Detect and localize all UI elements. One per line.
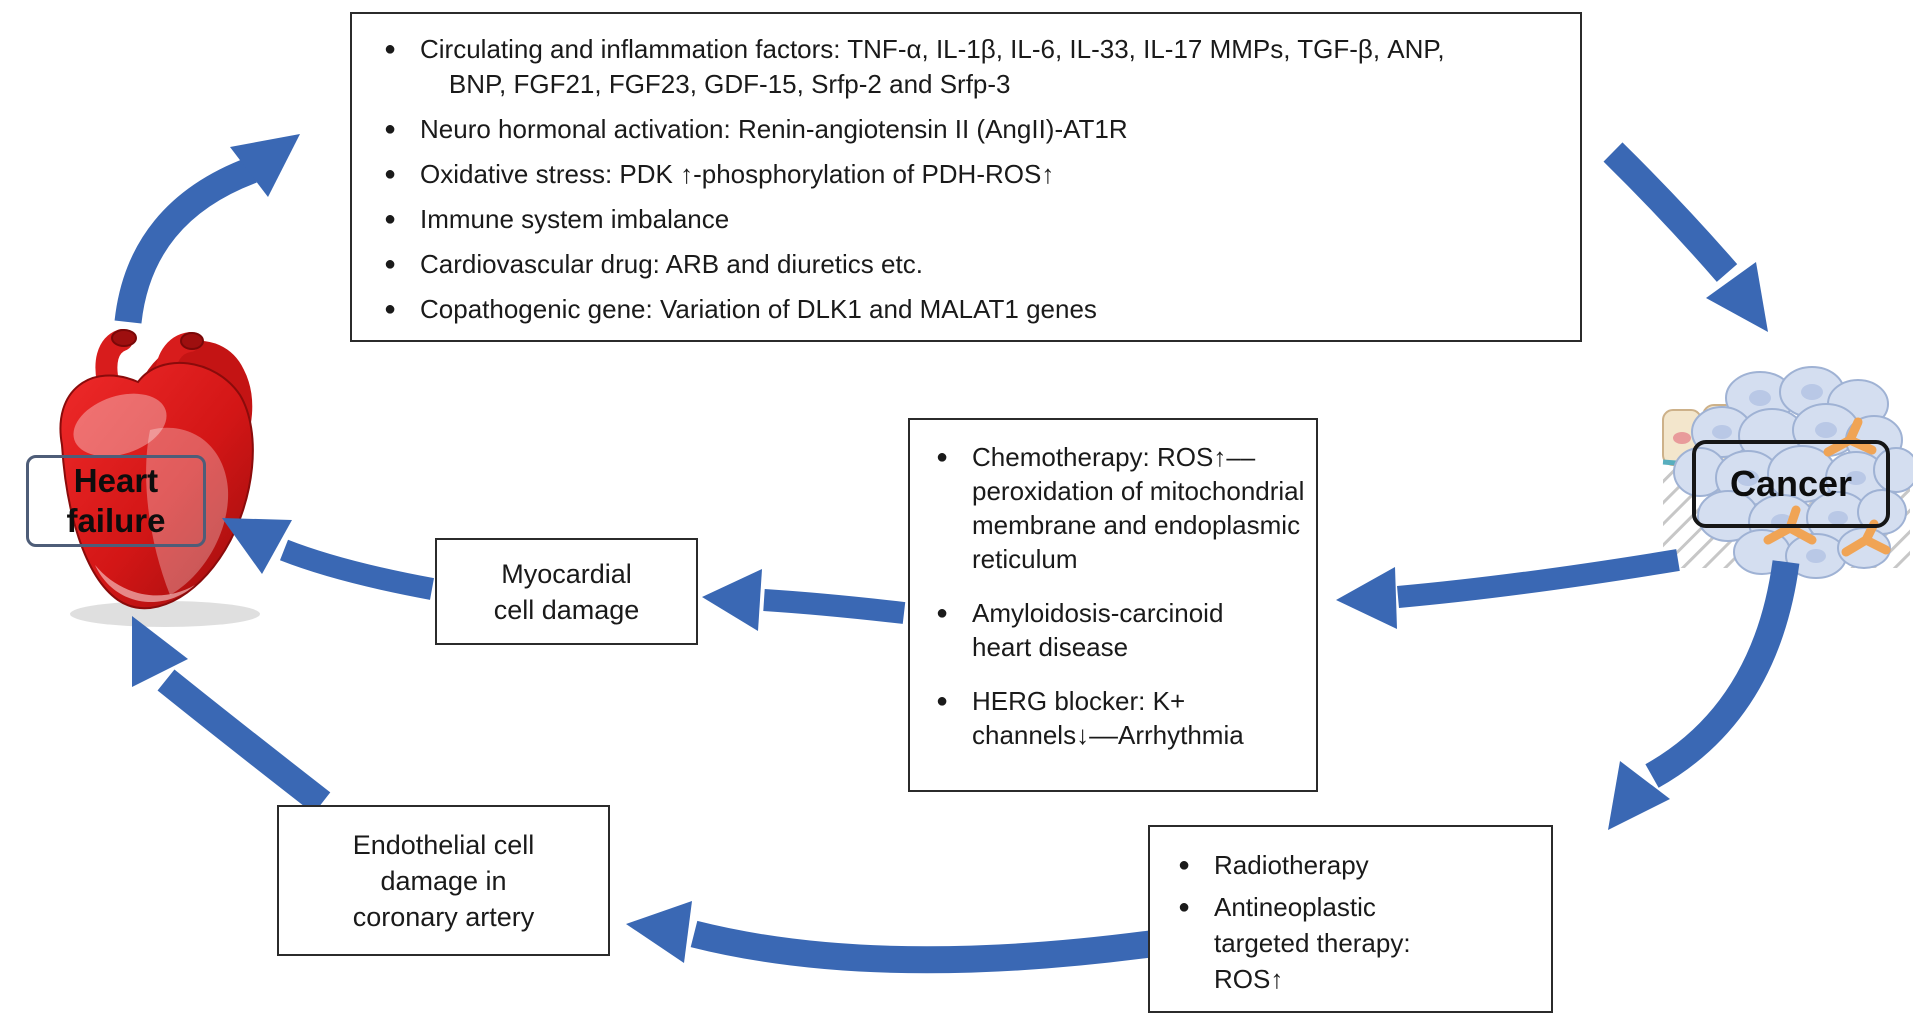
list-item: ● Circulating and inflammation factors: …: [382, 32, 1564, 102]
bullet-icon: ●: [384, 253, 397, 275]
bullet-icon: ●: [936, 690, 949, 712]
list-item: ● Chemotherapy: ROS↑–– peroxidation of m…: [934, 440, 1306, 576]
chemotherapy-effects-box: ● Chemotherapy: ROS↑–– peroxidation of m…: [908, 418, 1318, 792]
bullet-icon: ●: [1178, 896, 1191, 918]
list-item: ● HERG blocker: K+ channels↓––Arrhythmia: [934, 684, 1306, 752]
cancer-illustration: [1662, 366, 1913, 579]
list-item-text: HERG blocker: K+ channels↓––Arrhythmia: [972, 686, 1244, 750]
arrow-myocardial-to-heart-icon: [222, 518, 434, 600]
list-item-text: Immune system imbalance: [420, 204, 730, 234]
list-item: ● Copathogenic gene: Variation of DLK1 a…: [382, 292, 1564, 327]
myocardial-cell-damage-box: Myocardial cell damage: [435, 538, 698, 645]
cancer-label: Cancer: [1692, 440, 1890, 528]
bullet-icon: ●: [384, 163, 397, 185]
list-item-text: Circulating and inflammation factors: TN…: [420, 34, 1445, 99]
list-item: ● Neuro hormonal activation: Renin-angio…: [382, 112, 1564, 147]
list-item: ● Radiotherapy: [1176, 847, 1541, 883]
arrow-risk-factors-to-cancer-icon: [1603, 142, 1768, 332]
list-item: ● Oxidative stress: PDK ↑-phosphorylatio…: [382, 157, 1564, 192]
list-item-text: Antineoplastic targeted therapy: ROS↑: [1214, 892, 1411, 994]
bullet-icon: ●: [1178, 854, 1191, 876]
list-item-text: Neuro hormonal activation: Renin-angiote…: [420, 114, 1128, 144]
list-item: ● Amyloidosis-carcinoid heart disease: [934, 596, 1306, 664]
arrow-cancer-to-chemo-box-icon: [1336, 549, 1680, 629]
list-item-text: Cardiovascular drug: ARB and diuretics e…: [420, 249, 923, 279]
list-item-text: Chemotherapy: ROS↑–– peroxidation of mit…: [972, 442, 1305, 574]
list-item-text: Oxidative stress: PDK ↑-phosphorylation …: [420, 159, 1055, 189]
list-item: ● Antineoplastic targeted therapy: ROS↑: [1176, 889, 1541, 997]
list-item-text: Copathogenic gene: Variation of DLK1 and…: [420, 294, 1097, 324]
bullet-icon: ●: [384, 38, 397, 60]
risk-factors-box: ● Circulating and inflammation factors: …: [350, 12, 1582, 342]
heart-failure-label: Heart failure: [26, 455, 206, 547]
list-item: ● Immune system imbalance: [382, 202, 1564, 237]
radiotherapy-box: ● Radiotherapy ● Antineoplastic targeted…: [1148, 825, 1553, 1013]
bullet-icon: ●: [384, 118, 397, 140]
bullet-icon: ●: [384, 208, 397, 230]
list-item: ● Cardiovascular drug: ARB and diuretics…: [382, 247, 1564, 282]
bullet-icon: ●: [936, 446, 949, 468]
list-item-text: Amyloidosis-carcinoid heart disease: [972, 598, 1224, 662]
arrow-radio-to-endothelial-icon: [626, 901, 1152, 974]
endothelial-cell-damage-box: Endothelial cell damage in coronary arte…: [277, 805, 610, 956]
list-item-text: Radiotherapy: [1214, 850, 1369, 880]
arrow-chemo-to-myocardial-icon: [702, 569, 906, 631]
bullet-icon: ●: [384, 298, 397, 320]
arrow-endothelial-to-heart-icon: [132, 616, 331, 814]
arrow-cancer-to-radio-box-icon: [1608, 560, 1800, 830]
bullet-icon: ●: [936, 602, 949, 624]
arrow-heart-to-risk-factors-icon: [114, 134, 300, 324]
